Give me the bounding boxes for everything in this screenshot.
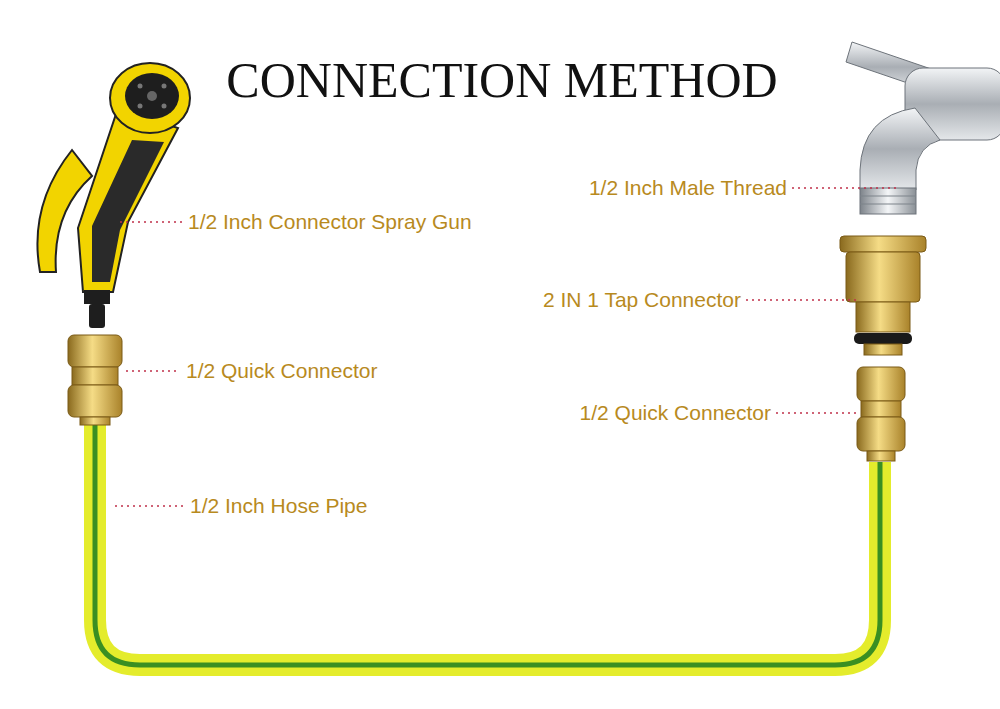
quick-connector [68,335,122,425]
faucet [846,42,1000,214]
part-label: 1/2 Quick Connector [580,401,771,425]
diagram-title: CONNECTION METHOD [226,50,777,110]
connector-sleeve [68,335,122,367]
connector-neck [861,401,901,417]
connector-nut [68,385,122,417]
gun-nozzle-hole [162,104,167,109]
part-label: 1/2 Inch Connector Spray Gun [188,210,472,234]
tap-hex [856,302,910,332]
tap-ring [840,236,926,252]
gun-nozzle-hole [162,84,167,89]
leader-line [746,299,860,301]
tap-connector [840,236,926,355]
leader-line [126,370,180,372]
part-label: 1/2 Inch Male Thread [589,176,787,200]
gun-nozzle-hole [138,84,143,89]
connector-neck [72,367,118,385]
faucet-spout [860,108,940,190]
faucet-thread [860,188,916,214]
gun-connector [89,304,105,328]
gun-connector [84,290,110,304]
gun-grip [92,140,164,282]
gun-body [78,108,178,292]
leader-line [115,505,184,507]
connector-sleeve [857,367,905,401]
hose-pipe [95,425,880,665]
connector-nut [857,417,905,451]
tap-nipple [864,344,902,355]
connector-tail [80,417,110,425]
part-label: 1/2 Inch Hose Pipe [190,494,367,518]
quick-connector [857,367,905,461]
gun-nozzle-hole [138,104,143,109]
leader-line [776,412,858,414]
gun-nozzle-hole [147,91,157,101]
thread-line [860,204,916,205]
part-label: 1/2 Quick Connector [186,359,377,383]
leader-line [792,187,896,189]
gun-head [110,63,190,133]
connector-tail [867,451,895,461]
o-ring [854,333,912,344]
thread-line [860,196,916,197]
leader-line [120,221,182,223]
hose-body [95,425,880,665]
part-label: 2 IN 1 Tap Connector [543,288,741,312]
tap-body [846,252,920,302]
gun-face [125,73,179,119]
hose-stripe [95,425,880,665]
spray-gun [37,63,190,328]
leader-lines [115,188,896,506]
